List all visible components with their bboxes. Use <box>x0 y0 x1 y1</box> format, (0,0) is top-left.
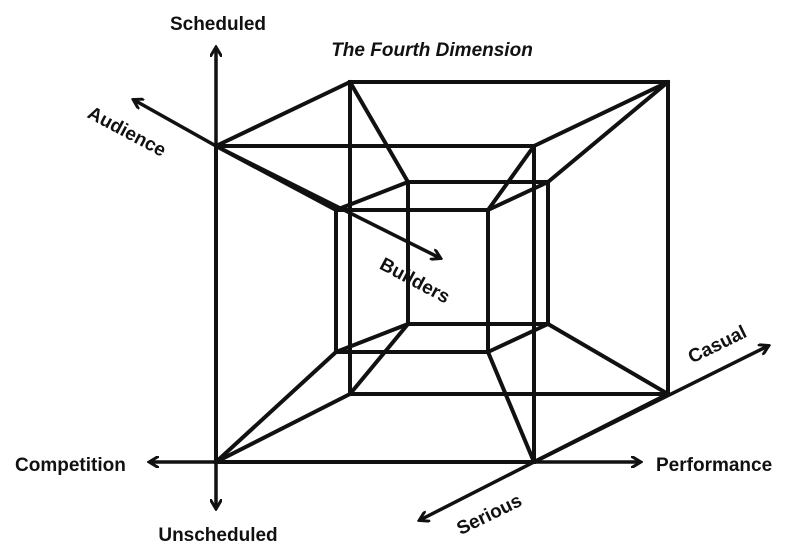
outer-connector <box>214 80 352 148</box>
serious-axis-arrow <box>420 460 535 520</box>
back-link <box>546 80 670 184</box>
back-link <box>546 322 670 396</box>
front-link <box>486 350 536 464</box>
scheduled-label: Scheduled <box>170 14 266 35</box>
inner-front-square <box>334 208 490 354</box>
outer-connector <box>214 392 352 464</box>
back-link <box>348 80 410 184</box>
outer-connector <box>532 80 670 148</box>
front-link <box>486 144 536 212</box>
back-link <box>348 322 410 396</box>
audience-axis-arrow <box>134 100 217 148</box>
diagram-title: The Fourth Dimension <box>331 40 533 61</box>
inner-connector <box>334 180 410 212</box>
outer-front-square <box>214 144 536 464</box>
builders-axis-arrow <box>215 144 440 258</box>
front-link <box>214 350 338 464</box>
inner-connector <box>486 180 550 212</box>
inner-connector <box>334 322 410 354</box>
casual-axis-arrow <box>533 346 768 464</box>
builders-label: Builders <box>376 254 453 308</box>
axes <box>134 48 768 520</box>
tesseract-wireframe <box>214 80 670 464</box>
outer-back-square <box>348 80 670 396</box>
unscheduled-label: Unscheduled <box>158 525 277 546</box>
performance-label: Performance <box>656 455 772 476</box>
inner-connector <box>486 322 550 354</box>
competition-label: Competition <box>15 455 126 476</box>
inner-back-square <box>406 180 550 326</box>
